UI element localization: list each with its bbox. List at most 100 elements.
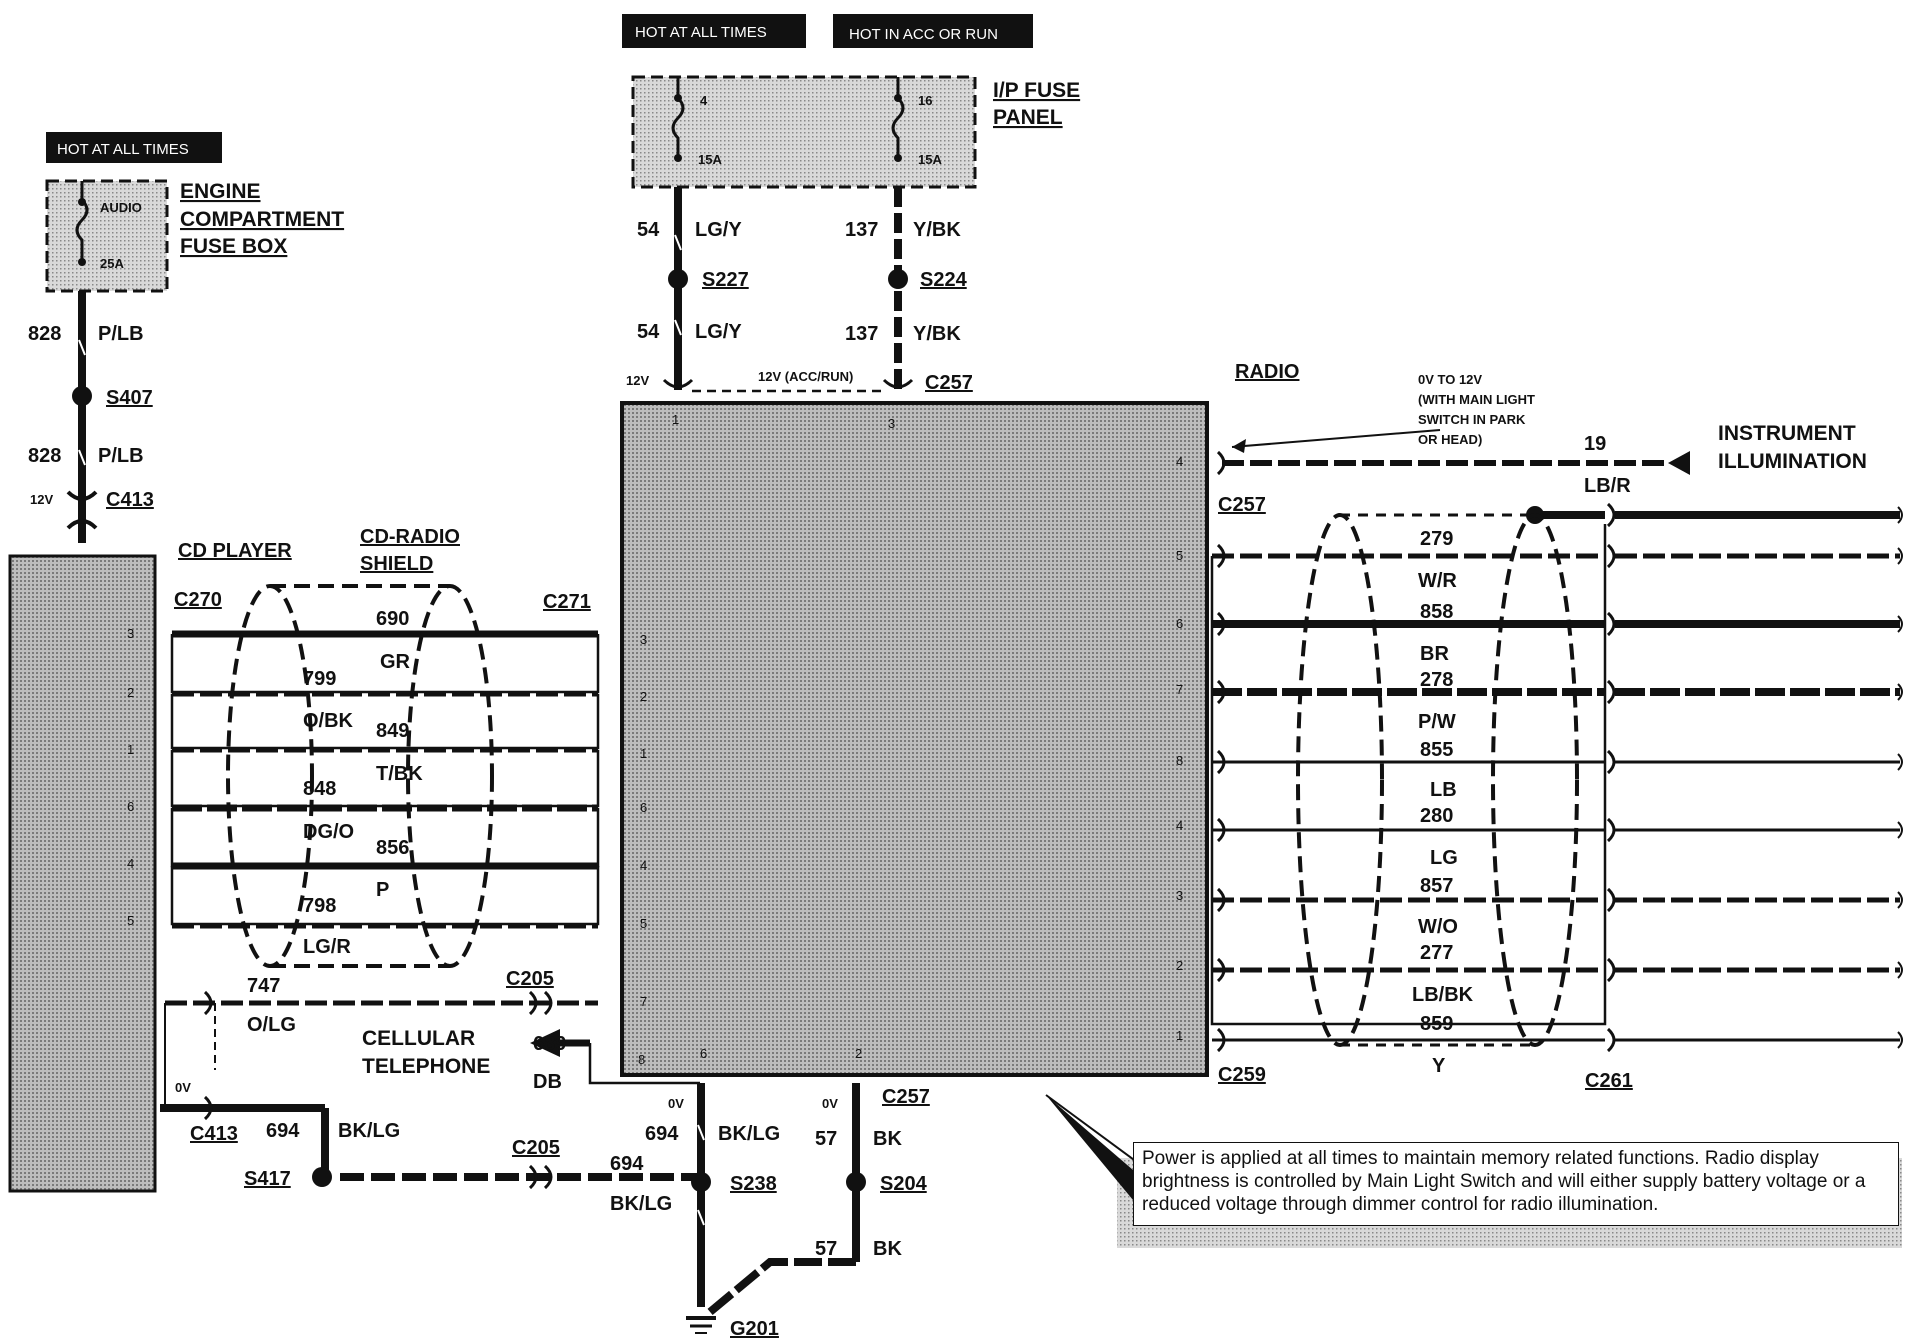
svg-text:8: 8 bbox=[1176, 753, 1183, 768]
splice-s227: S227 bbox=[702, 269, 749, 291]
svg-text:1: 1 bbox=[1176, 1028, 1183, 1043]
wire-color: DB bbox=[533, 1071, 562, 1093]
svg-text:7: 7 bbox=[1176, 682, 1183, 697]
wire-number: 57 bbox=[815, 1238, 837, 1260]
wire-number: 137 bbox=[845, 323, 878, 345]
connector-c205-lower: C205 bbox=[512, 1137, 560, 1159]
wire-54 bbox=[662, 187, 694, 390]
cd-shield-label-2: SHIELD bbox=[360, 553, 433, 575]
splice-s417: S417 bbox=[244, 1168, 291, 1190]
svg-text:858: 858 bbox=[1420, 601, 1453, 623]
wire-number: 137 bbox=[845, 219, 878, 241]
cd-wire-labels: 690 GR 799 O/BK 849 T/BK 848 DG/O 856 P … bbox=[303, 608, 423, 958]
svg-text:2: 2 bbox=[1176, 958, 1183, 973]
svg-text:2: 2 bbox=[127, 685, 134, 700]
connector-c270: C270 bbox=[174, 589, 222, 611]
radio-wire-labels: 279 W/R 858 BR 278 P/W 855 LB 280 LG 857… bbox=[1412, 528, 1474, 1077]
svg-text:799: 799 bbox=[303, 668, 336, 690]
engine-box-label-1: ENGINE bbox=[180, 180, 261, 203]
svg-text:3: 3 bbox=[127, 626, 134, 641]
voltage-label: 12V bbox=[626, 373, 649, 388]
svg-text:3: 3 bbox=[1176, 888, 1183, 903]
wire-color: BK/LG bbox=[718, 1123, 780, 1145]
cd-player-box bbox=[8, 554, 157, 1193]
connector-c413-symbol bbox=[66, 490, 98, 530]
voltage-label: 0V bbox=[822, 1096, 838, 1111]
svg-text:SWITCH IN PARK: SWITCH IN PARK bbox=[1418, 412, 1526, 427]
splice-s238: S238 bbox=[730, 1173, 777, 1195]
wire-color: O/LG bbox=[247, 1014, 296, 1036]
wire-number: 54 bbox=[637, 219, 660, 241]
svg-text:16: 16 bbox=[918, 93, 932, 108]
wire-828 bbox=[72, 291, 92, 543]
svg-text:279: 279 bbox=[1420, 528, 1453, 550]
svg-text:6: 6 bbox=[1176, 616, 1183, 631]
svg-text:DG/O: DG/O bbox=[303, 821, 354, 843]
svg-text:4: 4 bbox=[1176, 818, 1183, 833]
wire-number: 694 bbox=[610, 1153, 644, 1175]
svg-text:LB: LB bbox=[1430, 779, 1457, 801]
cellular-label-1: CELLULAR bbox=[362, 1027, 475, 1050]
wire-color: Y/BK bbox=[913, 323, 961, 345]
hot-label-fuse-a: HOT AT ALL TIMES bbox=[622, 14, 806, 48]
wire-number: 694 bbox=[645, 1123, 679, 1145]
wire-color: BK/LG bbox=[338, 1120, 400, 1142]
wire-color: P/LB bbox=[98, 323, 144, 345]
svg-text:856: 856 bbox=[376, 837, 409, 859]
svg-text:HOT AT ALL TIMES: HOT AT ALL TIMES bbox=[635, 24, 767, 41]
svg-text:O/BK: O/BK bbox=[303, 710, 354, 732]
svg-text:798: 798 bbox=[303, 895, 336, 917]
svg-text:(WITH MAIN LIGHT: (WITH MAIN LIGHT bbox=[1418, 392, 1535, 407]
svg-text:P: P bbox=[376, 879, 389, 901]
svg-text:AUDIO: AUDIO bbox=[100, 200, 142, 215]
svg-text:3: 3 bbox=[640, 632, 647, 647]
svg-text:1: 1 bbox=[640, 746, 647, 761]
wire-747 bbox=[164, 990, 598, 1108]
radio-wire-bundle bbox=[1210, 502, 1903, 1053]
wire-number: 694 bbox=[266, 1120, 300, 1142]
wire-number: 689 bbox=[533, 1033, 566, 1055]
cd-wire-bundle bbox=[170, 584, 600, 968]
splice-s204: S204 bbox=[880, 1173, 928, 1195]
svg-text:690: 690 bbox=[376, 608, 409, 630]
engine-box-label-3: FUSE BOX bbox=[180, 235, 287, 258]
hot-label-engine: HOT AT ALL TIMES bbox=[46, 132, 222, 163]
cd-player-pins: 3 2 1 6 4 5 bbox=[127, 626, 134, 928]
svg-text:3: 3 bbox=[888, 416, 895, 431]
radio-box bbox=[620, 401, 1209, 1077]
wire-19 bbox=[1216, 429, 1690, 476]
wire-color: BK bbox=[873, 1128, 902, 1150]
svg-text:6: 6 bbox=[127, 799, 134, 814]
svg-text:5: 5 bbox=[127, 913, 134, 928]
connector-c261: C261 bbox=[1585, 1070, 1633, 1092]
svg-text:1: 1 bbox=[672, 412, 679, 427]
svg-text:LG: LG bbox=[1430, 847, 1458, 869]
wire-color: BK/LG bbox=[610, 1193, 672, 1215]
wire-number: 828 bbox=[28, 445, 61, 467]
voltage-label: 0V bbox=[175, 1080, 191, 1095]
svg-text:P/W: P/W bbox=[1418, 711, 1456, 733]
svg-text:5: 5 bbox=[1176, 548, 1183, 563]
svg-text:LB/BK: LB/BK bbox=[1412, 984, 1474, 1006]
svg-text:4: 4 bbox=[1176, 454, 1183, 469]
svg-text:15A: 15A bbox=[918, 152, 942, 167]
voltage-label: 12V bbox=[30, 492, 53, 507]
radio-pins: 1 3 3 2 1 6 4 5 7 8 6 2 4 5 6 7 8 4 3 2 … bbox=[638, 412, 1183, 1067]
note-text: Power is applied at all times to maintai… bbox=[1133, 1142, 1899, 1226]
voltage-label: 12V (ACC/RUN) bbox=[758, 369, 853, 384]
illumination-note: 0V TO 12V (WITH MAIN LIGHT SWITCH IN PAR… bbox=[1418, 372, 1535, 447]
svg-text:T/BK: T/BK bbox=[376, 763, 423, 785]
wire-number: 747 bbox=[247, 975, 280, 997]
wire-color: LB/R bbox=[1584, 475, 1631, 497]
wire-color: BK bbox=[873, 1238, 902, 1260]
svg-text:8: 8 bbox=[638, 1052, 645, 1067]
svg-text:15A: 15A bbox=[698, 152, 722, 167]
svg-text:849: 849 bbox=[376, 720, 409, 742]
connector-c413: C413 bbox=[106, 489, 154, 511]
ground-wires bbox=[686, 1083, 866, 1334]
connector-c413-lower: C413 bbox=[190, 1123, 238, 1145]
svg-text:5: 5 bbox=[640, 916, 647, 931]
cd-player-label: CD PLAYER bbox=[178, 540, 292, 562]
svg-text:2: 2 bbox=[855, 1046, 862, 1061]
